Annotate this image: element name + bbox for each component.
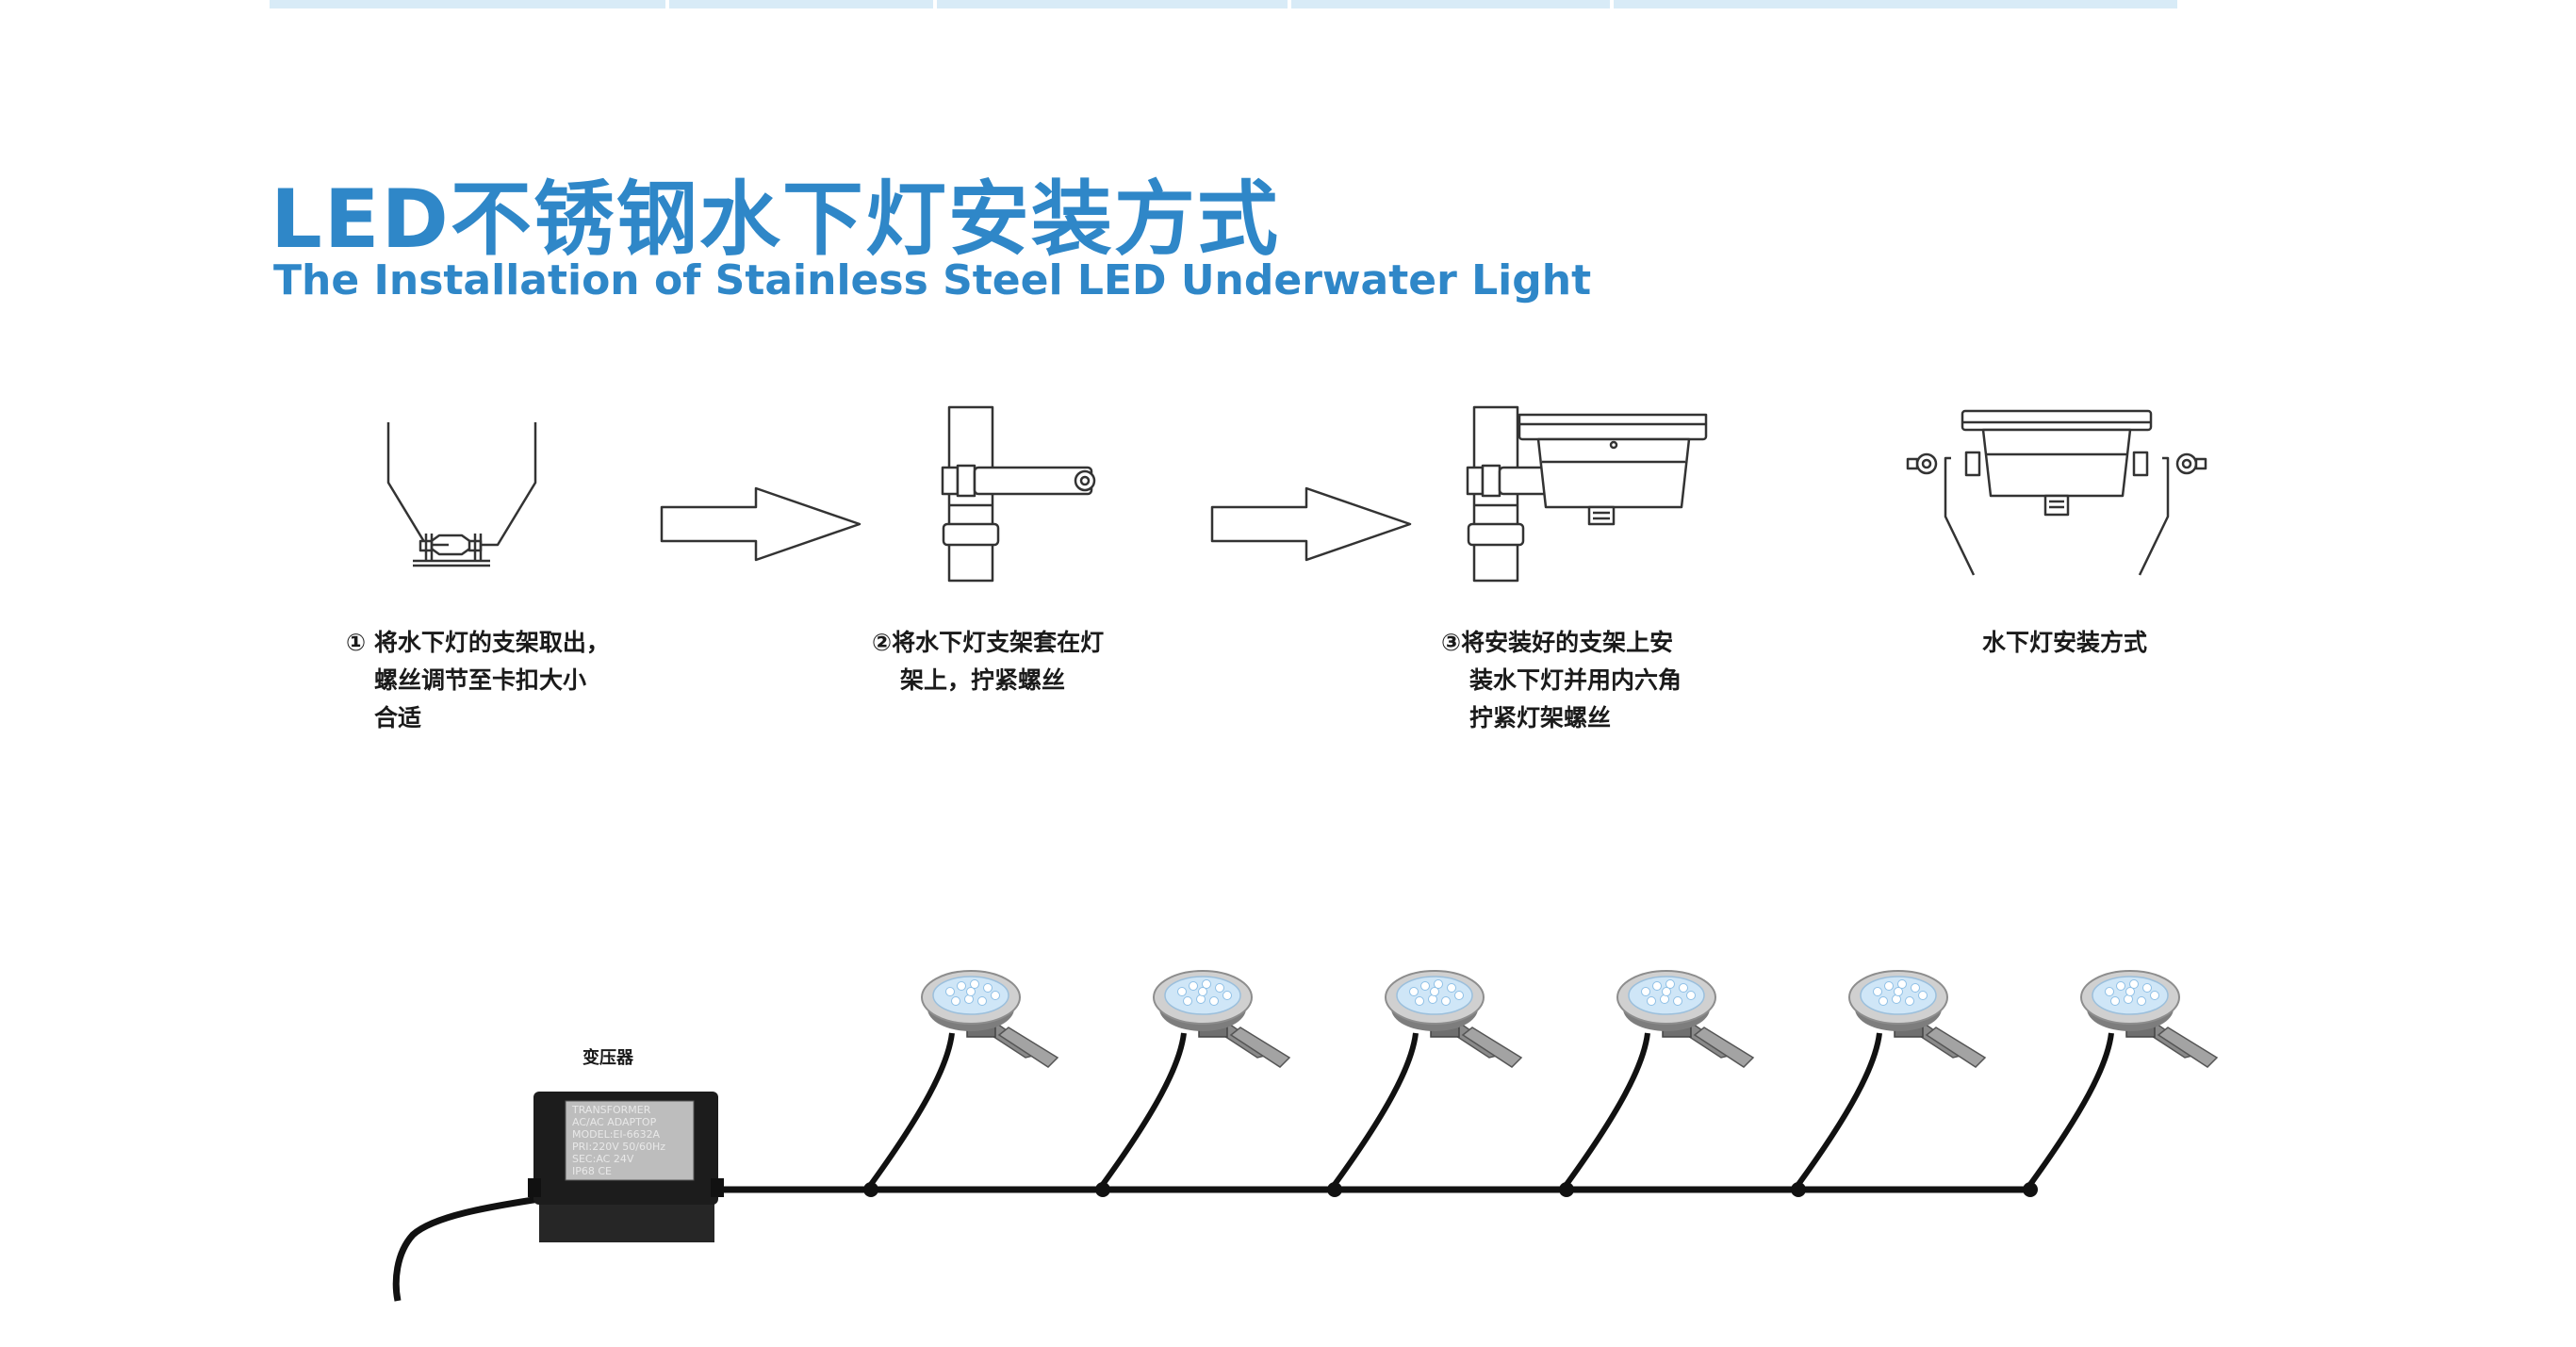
underwater-light bbox=[921, 970, 1059, 1068]
top-bar-segment bbox=[1291, 0, 1610, 8]
underwater-light bbox=[1153, 970, 1291, 1068]
top-bar-segment bbox=[1614, 0, 2177, 8]
step-text-line: 合适 bbox=[374, 704, 422, 731]
wiring-diagram: TRANSFORMER AC/AC ADAPTOP MODEL:EI-6632A… bbox=[392, 970, 2219, 1302]
step-text-line: 螺丝调节至卡扣大小 bbox=[374, 666, 587, 694]
step-4-text: 水下灯安装方式 bbox=[1982, 624, 2147, 662]
transformer-label: 变压器 bbox=[582, 1048, 633, 1068]
step-text-line: ②将水下灯支架套在灯 bbox=[872, 629, 1105, 656]
step-2-text: ②将水下灯支架套在灯 架上，拧紧螺丝 bbox=[872, 624, 1104, 699]
top-bar-segment bbox=[937, 0, 1288, 8]
pipe-bracket-figure bbox=[941, 405, 1096, 583]
step-text-line: 装水下灯并用内六角 bbox=[1469, 666, 1682, 694]
top-bar-segment bbox=[669, 0, 933, 8]
transformer: TRANSFORMER AC/AC ADAPTOP MODEL:EI-6632A… bbox=[528, 1092, 724, 1242]
transformer-plate-line: MODEL:EI-6632A bbox=[572, 1128, 661, 1141]
mounted-light-figure bbox=[1466, 405, 1708, 583]
step-text-line: 架上，拧紧螺丝 bbox=[900, 666, 1066, 694]
underwater-light bbox=[2080, 970, 2219, 1068]
transformer-plate-line: TRANSFORMER bbox=[571, 1104, 651, 1116]
bracket-figure bbox=[386, 422, 537, 567]
underwater-light bbox=[1616, 970, 1755, 1068]
step-3-text: ③将安装好的支架上安 装水下灯并用内六角 拧紧灯架螺丝 bbox=[1441, 624, 1682, 737]
arrow-right-icon bbox=[660, 486, 861, 562]
page-subtitle: The Installation of Stainless Steel LED … bbox=[273, 256, 1592, 304]
step-1-text: ① 将水下灯的支架取出， 螺丝调节至卡扣大小 合适 bbox=[346, 624, 610, 737]
underwater-light bbox=[1848, 970, 1987, 1068]
top-bar-segment bbox=[270, 0, 665, 8]
step-text-line: ③将安装好的支架上安 bbox=[1441, 629, 1674, 656]
underwater-light bbox=[1385, 970, 1523, 1068]
transformer-plate-line: SEC:AC 24V bbox=[572, 1153, 634, 1165]
step-text-line: ① 将水下灯的支架取出， bbox=[346, 629, 610, 656]
top-color-bar bbox=[270, 0, 2177, 8]
page-title: LED不锈钢水下灯安装方式 bbox=[271, 172, 1280, 267]
transformer-plate-line: AC/AC ADAPTOP bbox=[572, 1116, 657, 1128]
step-text-line: 水下灯安装方式 bbox=[1982, 629, 2148, 656]
power-cable bbox=[392, 1195, 540, 1302]
transformer-plate-line: PRI:220V 50/60Hz bbox=[572, 1141, 665, 1153]
arrow-right-icon bbox=[1210, 486, 1412, 562]
exploded-light-figure bbox=[1906, 409, 2207, 576]
transformer-plate-line: IP68 CE bbox=[572, 1165, 612, 1177]
step-text-line: 拧紧灯架螺丝 bbox=[1469, 704, 1612, 731]
